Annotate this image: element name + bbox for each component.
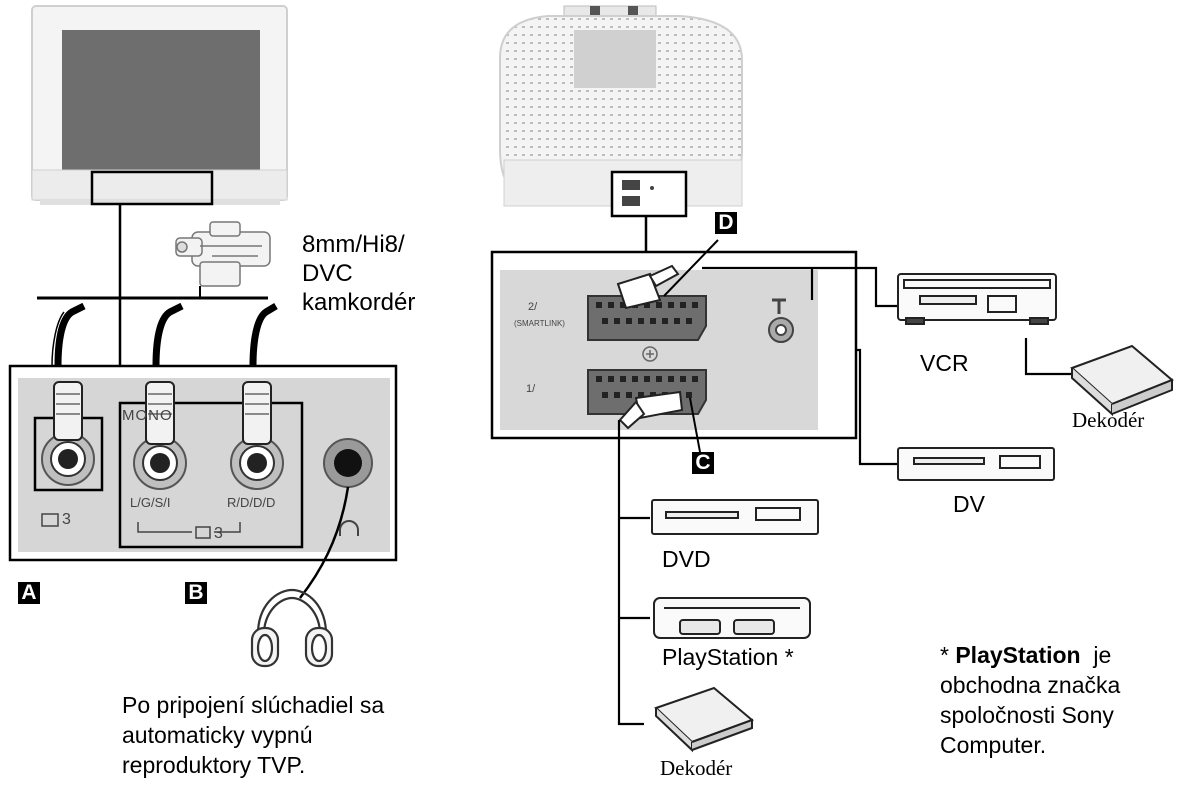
headphones-icon xyxy=(250,588,334,668)
dvd-left-label: DVD xyxy=(662,546,711,572)
camcorder-label-line-3: kamkordér xyxy=(302,289,416,316)
trademark-asterisk: * xyxy=(940,642,956,668)
trademark-brand: PlayStation xyxy=(955,642,1081,668)
av-cable-bus xyxy=(37,286,278,367)
trademark-note-line-3: spoločnosti Sony xyxy=(940,702,1114,728)
tv-front-illustration xyxy=(31,5,288,206)
tv-rear-illustration xyxy=(499,5,743,218)
headphone-note-line-2: automaticky vypnú xyxy=(122,722,313,748)
scart-plug-top xyxy=(616,264,680,310)
camcorder-icon xyxy=(175,221,271,287)
camcorder-label-line-1: 8mm/Hi8/ xyxy=(302,231,405,258)
trademark-note-line-2: obchodna značka xyxy=(940,672,1121,698)
dvd-player-icon-right xyxy=(897,447,1055,481)
trademark-note: * PlayStation je obchodna značka spoločn… xyxy=(940,640,1120,760)
scart2-label: 2/ xyxy=(528,301,538,313)
trademark-note-line-4: Computer. xyxy=(940,732,1047,758)
headphone-note-line-3: reproduktory TVP. xyxy=(122,752,306,778)
decoder-icon-right xyxy=(1070,344,1174,417)
label-d: D xyxy=(715,212,737,234)
label-b: B xyxy=(185,582,207,604)
jack-video xyxy=(41,381,95,486)
leader-d xyxy=(663,239,719,297)
dvd-player-icon-left xyxy=(651,499,819,535)
video-input-number: 3 xyxy=(62,511,71,528)
playstation-icon xyxy=(653,597,811,639)
vcr-label: VCR xyxy=(920,350,969,376)
decoder-bottom-label: Dekodér xyxy=(660,756,733,780)
dvd-right-label: DV xyxy=(953,491,985,517)
jack-audio-left xyxy=(133,381,187,490)
headphone-symbol-icon xyxy=(339,520,359,536)
antenna-socket xyxy=(768,298,794,343)
smartlink-symbol-icon xyxy=(642,346,658,362)
scart-plug-bottom xyxy=(618,390,684,430)
scart1-label: 1/ xyxy=(526,383,536,395)
headphone-note-line-1: Po pripojení slúchadiel sa xyxy=(122,692,385,718)
label-a: A xyxy=(18,582,40,604)
camcorder-label: 8mm/Hi8/ DVC kamkordér xyxy=(302,230,415,317)
mono-label: MONO xyxy=(122,407,173,424)
jack-headphones xyxy=(323,438,373,488)
rear-device-connections xyxy=(617,266,1076,726)
audio-input-number: 3 xyxy=(214,525,223,542)
trademark-note-line-1: * PlayStation je xyxy=(940,640,1120,670)
vcr-icon xyxy=(897,273,1057,325)
leader-c xyxy=(689,397,701,453)
label-c: C xyxy=(692,452,714,474)
decoder-icon-bottom xyxy=(654,686,754,753)
jack-audio-right xyxy=(230,381,284,490)
trademark-suffix: je xyxy=(1080,642,1112,668)
headphone-cable xyxy=(299,486,350,599)
headphone-note: Po pripojení slúchadiel sa automaticky v… xyxy=(122,690,384,780)
left-audio-label: L/G/S/I xyxy=(130,495,171,510)
scart2-sub-label: (SMARTLINK) xyxy=(514,319,565,328)
camcorder-label-line-2: DVC xyxy=(302,260,353,287)
decoder-right-label: Dekodér xyxy=(1072,408,1145,432)
input-symbol-icon xyxy=(41,513,241,539)
scart-connector-2 xyxy=(587,295,707,341)
right-audio-label: R/D/D/D xyxy=(227,495,276,510)
audio-input-highlight xyxy=(118,401,304,549)
playstation-label: PlayStation * xyxy=(662,644,794,670)
